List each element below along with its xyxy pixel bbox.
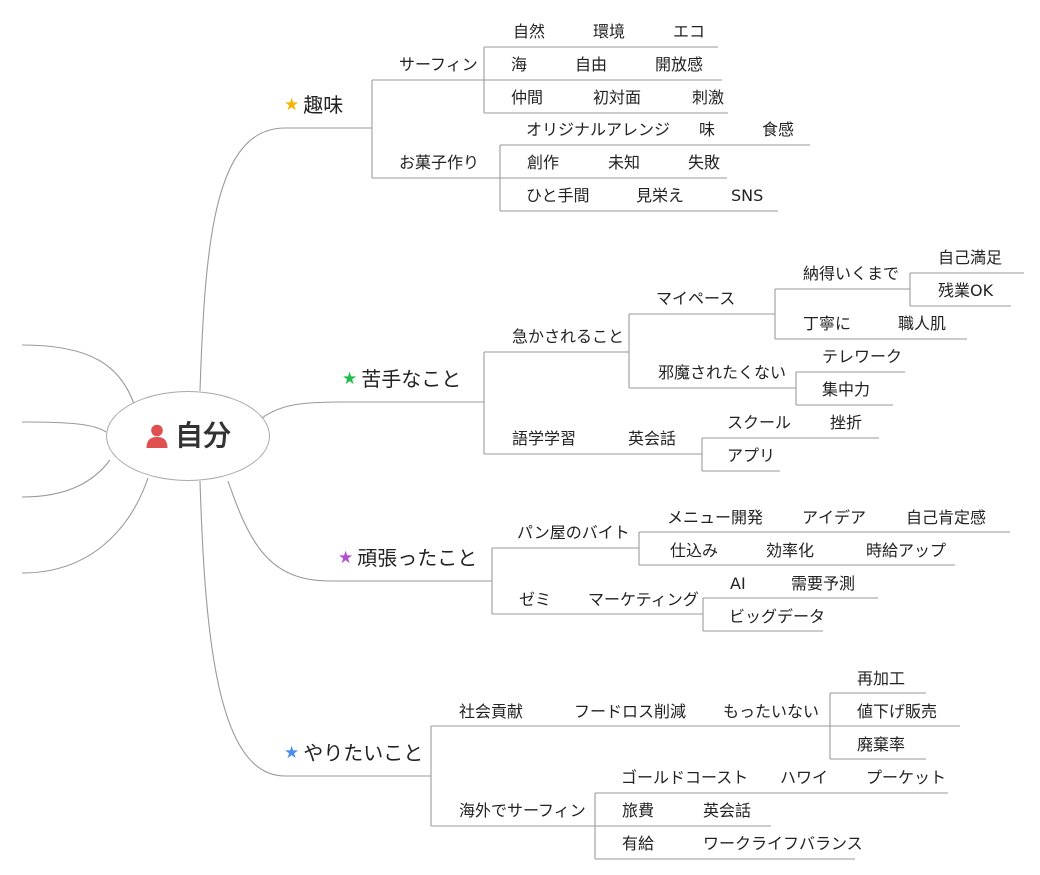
node-reprocessing[interactable]: 再加工: [857, 669, 906, 688]
node-sns[interactable]: SNS: [731, 186, 764, 205]
node-until-satisfied[interactable]: 納得いくまで: [803, 264, 900, 283]
node-english-conversation[interactable]: 英会話: [628, 429, 677, 448]
node-surf-abroad[interactable]: 海外でサーフィン: [459, 801, 586, 820]
root-label: 自分: [174, 419, 231, 452]
node-phuket[interactable]: プーケット: [866, 768, 947, 787]
node-sea[interactable]: 海: [511, 55, 528, 74]
node-waste-rate[interactable]: 廃棄率: [857, 735, 906, 754]
link-left-1: [21, 344, 135, 405]
node-surfing[interactable]: サーフィン: [399, 55, 478, 74]
node-self-satisfaction[interactable]: 自己満足: [938, 248, 1003, 267]
node-food-loss-reduction[interactable]: フードロス削減: [574, 702, 687, 721]
node-sweets[interactable]: お菓子作り: [399, 153, 480, 172]
node-no-disturb[interactable]: 邪魔されたくない: [658, 363, 787, 382]
branch-hobby-label: 趣味: [303, 93, 344, 117]
node-mottainai[interactable]: もったいない: [723, 702, 820, 721]
node-craftsman[interactable]: 職人肌: [898, 314, 947, 333]
branch-want-label: やりたいこと: [303, 741, 424, 765]
node-seminar[interactable]: ゼミ: [519, 590, 552, 609]
node-bakery-job[interactable]: パン屋のバイト: [517, 523, 630, 542]
link-effort: [227, 480, 492, 582]
branch-effort-label: 頑張ったこと: [357, 546, 478, 570]
node-discount-sale[interactable]: 値下げ販売: [857, 702, 938, 721]
node-freedom[interactable]: 自由: [575, 55, 608, 74]
node-preparation[interactable]: 仕込み: [670, 541, 719, 560]
star-icon: ★: [284, 743, 300, 763]
node-nature[interactable]: 自然: [513, 22, 546, 41]
node-creation[interactable]: 創作: [527, 153, 560, 172]
node-menu-development[interactable]: メニュー開発: [667, 508, 764, 527]
node-telework[interactable]: テレワーク: [822, 347, 903, 366]
node-being-rushed[interactable]: 急かされること: [512, 327, 625, 346]
star-icon: ★: [338, 548, 354, 568]
node-app[interactable]: アプリ: [727, 446, 776, 465]
node-social-contribution[interactable]: 社会貢献: [459, 702, 524, 721]
node-environment[interactable]: 環境: [593, 22, 626, 41]
node-idea[interactable]: アイデア: [802, 508, 867, 527]
node-english-conversation-2[interactable]: 英会話: [703, 801, 752, 820]
node-concentration[interactable]: 集中力: [822, 380, 871, 399]
node-travel-cost[interactable]: 旅費: [622, 801, 655, 820]
node-ai[interactable]: AI: [730, 574, 746, 593]
node-first-meeting[interactable]: 初対面: [593, 88, 642, 107]
branch-effort[interactable]: ★ 頑張ったこと: [338, 546, 477, 570]
node-wage-up[interactable]: 時給アップ: [866, 541, 947, 560]
node-my-pace[interactable]: マイペース: [656, 289, 736, 308]
link-left-2: [21, 421, 107, 433]
node-self-esteem[interactable]: 自己肯定感: [906, 508, 987, 527]
person-icon: [146, 424, 168, 448]
branch-weak[interactable]: ★ 苦手なこと: [342, 367, 461, 391]
node-unknown[interactable]: 未知: [608, 153, 641, 172]
node-stimulus[interactable]: 刺激: [692, 88, 725, 107]
node-failure[interactable]: 失敗: [688, 153, 721, 172]
node-language-study[interactable]: 語学学習: [512, 429, 577, 448]
node-eco[interactable]: エコ: [673, 22, 706, 41]
root-node[interactable]: 自分: [106, 391, 270, 481]
link-left-3: [21, 459, 111, 498]
node-openness[interactable]: 開放感: [655, 55, 704, 74]
node-big-data[interactable]: ビッグデータ: [729, 607, 826, 626]
node-school[interactable]: スクール: [727, 413, 792, 432]
node-appearance[interactable]: 見栄え: [636, 186, 685, 205]
node-original-arrange[interactable]: オリジナルアレンジ: [526, 120, 671, 139]
link-want: [199, 480, 431, 777]
node-gold-coast[interactable]: ゴールドコースト: [621, 768, 749, 787]
star-icon: ★: [342, 369, 358, 389]
link-weak: [261, 401, 484, 419]
branch-hobby[interactable]: ★ 趣味: [284, 93, 343, 117]
node-taste[interactable]: 味: [699, 120, 716, 139]
node-overtime-ok[interactable]: 残業OK: [938, 281, 994, 300]
link-left-4: [21, 477, 149, 574]
link-hobby: [199, 127, 372, 392]
node-work-life-balance[interactable]: ワークライフバランス: [703, 834, 863, 853]
node-carefully[interactable]: 丁寧に: [803, 314, 852, 333]
node-setback[interactable]: 挫折: [830, 413, 863, 432]
branch-want[interactable]: ★ やりたいこと: [284, 741, 423, 765]
node-efficiency[interactable]: 効率化: [766, 541, 815, 560]
node-hawaii[interactable]: ハワイ: [780, 768, 829, 787]
node-marketing[interactable]: マーケティング: [588, 590, 699, 609]
node-texture[interactable]: 食感: [762, 120, 795, 139]
node-friends[interactable]: 仲間: [511, 88, 544, 107]
node-paid-leave[interactable]: 有給: [622, 834, 655, 853]
node-extra-effort[interactable]: ひと手間: [526, 186, 590, 205]
branch-weak-label: 苦手なこと: [361, 367, 462, 391]
star-icon: ★: [284, 95, 300, 115]
node-demand-forecast[interactable]: 需要予測: [791, 574, 856, 593]
